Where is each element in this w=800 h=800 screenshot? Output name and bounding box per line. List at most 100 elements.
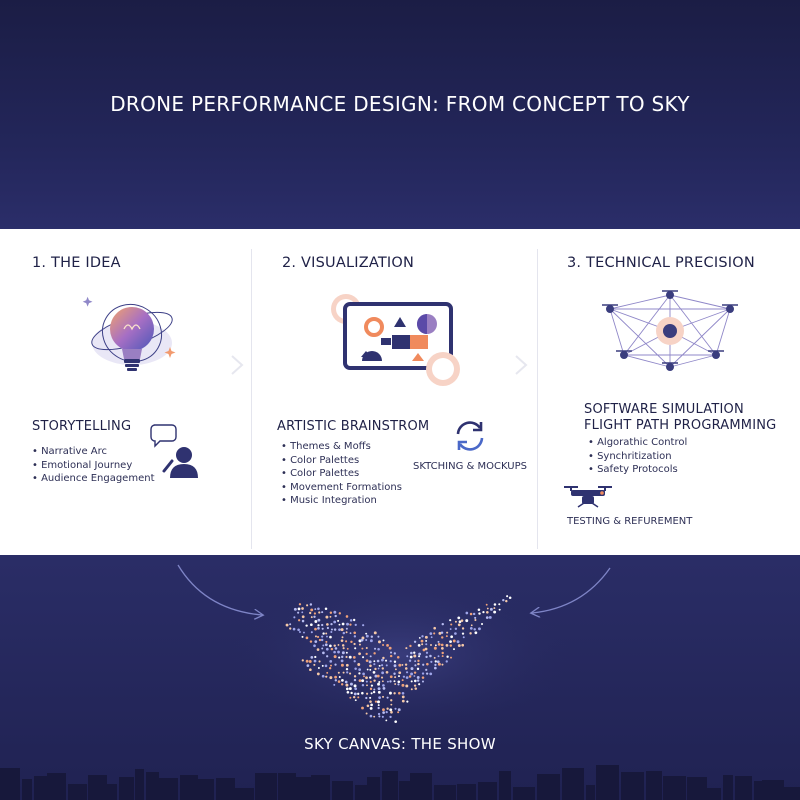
skyline-building bbox=[296, 777, 311, 800]
skyline-building bbox=[367, 777, 380, 800]
skyline-building bbox=[198, 779, 214, 800]
drone-light-dot bbox=[397, 680, 401, 684]
drone-light-dot bbox=[293, 616, 296, 619]
drone-light-dot bbox=[425, 672, 429, 675]
drone-light-dot bbox=[425, 668, 428, 671]
drone-light-dot bbox=[354, 667, 357, 671]
drone-light-dot bbox=[366, 692, 369, 695]
drone-light-dot bbox=[454, 632, 457, 635]
drone-light-dot bbox=[389, 708, 393, 712]
drone-light-dot bbox=[341, 644, 345, 647]
drone-light-dot bbox=[446, 631, 449, 634]
drone-light-dot bbox=[378, 715, 381, 718]
drone-light-dot bbox=[454, 620, 457, 623]
drone-light-dot bbox=[337, 680, 341, 683]
drone-light-dot bbox=[342, 631, 346, 635]
drone-light-dot bbox=[340, 659, 344, 663]
skyline-building bbox=[562, 768, 584, 800]
drone-light-dot bbox=[469, 612, 473, 616]
drone-light-dot bbox=[365, 659, 369, 663]
drone-light-dot bbox=[446, 655, 449, 658]
drone-light-show-scene bbox=[0, 564, 800, 800]
drone-light-dot bbox=[345, 655, 348, 659]
drone-light-dot bbox=[425, 651, 429, 654]
drone-light-dot bbox=[316, 672, 320, 676]
drone-light-dot bbox=[329, 659, 333, 663]
drone-light-dot bbox=[397, 711, 400, 714]
drone-light-dot bbox=[373, 688, 376, 691]
drone-light-dot bbox=[369, 706, 373, 710]
drone-light-dot bbox=[299, 631, 301, 633]
drone-light-dot bbox=[508, 596, 512, 600]
drone-light-dot bbox=[398, 691, 401, 695]
finale-label: SKY CANVAS: THE SHOW bbox=[304, 735, 496, 753]
drone-light-dot bbox=[365, 646, 368, 650]
drone-light-dot bbox=[417, 644, 421, 647]
drone-light-dot bbox=[456, 640, 460, 644]
drone-light-dot bbox=[377, 706, 380, 710]
drone-light-dot bbox=[382, 684, 385, 687]
drone-light-dot bbox=[434, 644, 437, 647]
drone-light-dot bbox=[382, 644, 385, 647]
drone-light-dot bbox=[330, 622, 333, 626]
drone-light-dot bbox=[353, 692, 357, 696]
drone-light-dot bbox=[346, 671, 349, 674]
drone-light-dot bbox=[461, 643, 465, 647]
drone-light-dot bbox=[458, 620, 462, 624]
drone-light-dot bbox=[297, 607, 301, 611]
process-panel: 1. THE IDEA STORYTELLING Narrative Arc E… bbox=[0, 229, 800, 555]
drone-light-dot bbox=[329, 635, 332, 639]
drone-light-dot bbox=[381, 715, 384, 718]
drone-light-dot bbox=[377, 700, 380, 704]
column-divider bbox=[251, 249, 252, 549]
drone-light-dot bbox=[353, 675, 357, 678]
drone-light-dot bbox=[486, 607, 489, 610]
storytelling-heading: STORYTELLING bbox=[32, 419, 132, 434]
drone-light-dot bbox=[340, 639, 344, 642]
drone-light-dot bbox=[417, 659, 420, 662]
drone-light-dot bbox=[313, 615, 316, 619]
drone-light-dot bbox=[382, 656, 385, 660]
skyline-building bbox=[180, 775, 198, 800]
drone-light-dot bbox=[414, 664, 417, 667]
drone-light-dot bbox=[469, 632, 472, 635]
drone-light-dot bbox=[301, 635, 304, 638]
drone-light-dot bbox=[390, 699, 393, 702]
drone-light-dot bbox=[388, 646, 392, 650]
drone-light-dot bbox=[437, 662, 441, 666]
drone-light-dot bbox=[449, 644, 453, 647]
drone-light-dot bbox=[394, 707, 397, 710]
drone-light-dot bbox=[369, 664, 372, 668]
drone-light-dot bbox=[377, 682, 381, 686]
drone-light-dot bbox=[378, 640, 381, 644]
drone-light-dot bbox=[416, 679, 420, 682]
drone-light-dot bbox=[385, 710, 388, 714]
drone-light-dot bbox=[433, 626, 436, 630]
drone-light-dot bbox=[338, 623, 341, 626]
drone-light-dot bbox=[322, 651, 325, 655]
drone-light-dot bbox=[485, 603, 488, 606]
refresh-icon bbox=[456, 421, 484, 451]
drone-light-dot bbox=[418, 652, 422, 656]
drone-light-dot bbox=[441, 655, 444, 658]
drone-light-dot bbox=[369, 639, 373, 643]
list-item: Themes & Moffs bbox=[281, 440, 402, 454]
drone-light-dot bbox=[353, 684, 357, 688]
drone-light-dot bbox=[357, 692, 360, 695]
drone-light-dot bbox=[337, 671, 340, 674]
drone-light-dot bbox=[381, 664, 384, 667]
drone-light-dot bbox=[409, 644, 412, 648]
drone-light-dot bbox=[385, 670, 389, 674]
drone-light-dot bbox=[322, 644, 325, 647]
list-item: Color Palettes bbox=[281, 454, 402, 468]
drone-light-dot bbox=[344, 680, 348, 684]
drone-light-dot bbox=[324, 643, 328, 647]
drone-light-dot bbox=[337, 650, 340, 654]
drone-light-dot bbox=[416, 676, 420, 679]
drone-light-dot bbox=[333, 644, 336, 647]
drone-light-dot bbox=[345, 627, 348, 630]
drone-light-dot bbox=[333, 628, 337, 631]
drone-light-dot bbox=[324, 607, 328, 610]
drone-light-dot bbox=[348, 687, 352, 691]
drone-light-dot bbox=[377, 648, 380, 651]
